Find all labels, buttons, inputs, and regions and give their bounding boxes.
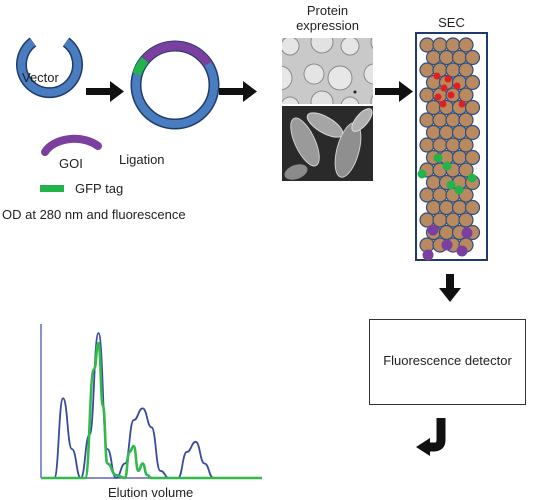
gfp-tagged-protein-particle [442,161,452,171]
resin-bead [432,137,448,153]
resin-bead [451,199,468,216]
protein-expression-label-line1: Protein [306,3,349,18]
small-protein-particle [458,100,466,108]
resin-bead [438,49,455,66]
protein-expression-label-line2: expression [296,18,359,33]
elution-volume-label: Elution volume [108,485,194,500]
right-arrow-icon [86,81,124,102]
gfp-tagged-protein-particle [467,173,477,183]
small-protein-particle [444,75,452,83]
resin-bead [425,124,442,141]
od-fluorescence-label: OD at 280 nm and fluorescence [2,207,186,222]
chromatogram [40,324,262,480]
protein-particles [417,72,477,261]
resin-bead [458,62,474,78]
sec-label: SEC [438,15,465,30]
vector-label: Vector [22,70,59,85]
fluorescence-detector-label: Fluorescence detector [383,353,512,368]
resin-bead [425,49,442,66]
resin-bead [432,37,448,53]
goi-legend-icon [41,134,102,156]
resin-bead [464,149,481,166]
bacteria-sem-photo [282,106,373,181]
resin-bead [445,62,461,78]
gfp-legend-icon [40,185,64,192]
large-protein-particle [427,224,439,236]
resin-bead [464,99,481,116]
od-280-trace [41,332,262,479]
resin-bead [464,49,481,66]
large-protein-particle [461,227,473,239]
resin-bead [432,187,448,203]
resin-bead [432,212,448,228]
resin-bead [419,137,435,153]
right-arrow-icon [219,81,257,102]
small-protein-particle [447,91,455,99]
resin-bead [458,37,474,53]
resin-bead [419,187,435,203]
gfp-tag-label: GFP tag [75,181,124,196]
resin-bead [425,199,442,216]
resin-bead [458,112,474,128]
ligation-label: Ligation [119,152,165,167]
gfp-tagged-protein-particle [417,169,427,179]
resin-bead [464,199,481,216]
resin-bead [451,149,468,166]
fluorescence-detector-box: Fluorescence detector [369,319,526,405]
resin-bead [445,212,461,228]
resin-bead [419,62,435,78]
resin-bead [458,162,474,178]
curved-down-left-arrow-icon [416,418,446,456]
resin-bead [464,74,481,91]
fluorescence-trace [41,341,262,480]
goi-label: GOI [59,156,83,171]
resin-bead [464,124,481,141]
sec-column [415,32,488,261]
vector-plasmid [16,37,83,99]
gfp-tagged-protein-particle [454,185,464,195]
right-arrow-icon [375,81,413,102]
resin-bead [451,124,468,141]
small-protein-particle [433,72,441,80]
down-arrow-icon [439,274,461,302]
resin-bead [419,112,435,128]
small-protein-particle [440,84,448,92]
resin-bead [425,174,442,191]
small-protein-particle [439,100,447,108]
expression-cells-photo [282,38,373,104]
resin-bead [458,137,474,153]
large-protein-particle [456,245,468,257]
resin-bead [458,212,474,228]
resin-bead [425,99,442,116]
resin-bead [458,87,474,103]
small-protein-particle [453,82,461,90]
resin-bead [445,137,461,153]
resin-bead [419,87,435,103]
small-protein-particle [434,93,442,101]
resin-bead [438,224,455,241]
resin-bead [438,124,455,141]
recombinant-plasmid [130,40,220,130]
resin-bead [451,49,468,66]
resin-bead [445,37,461,53]
resin-bead [432,112,448,128]
resin-beads [419,37,481,253]
gfp-tagged-protein-particle [433,153,443,163]
large-protein-particle [422,249,434,261]
resin-bead [438,199,455,216]
large-protein-particle [441,239,453,251]
resin-bead [445,112,461,128]
gfp-tagged-protein-particle [446,180,456,190]
resin-bead [419,37,435,53]
